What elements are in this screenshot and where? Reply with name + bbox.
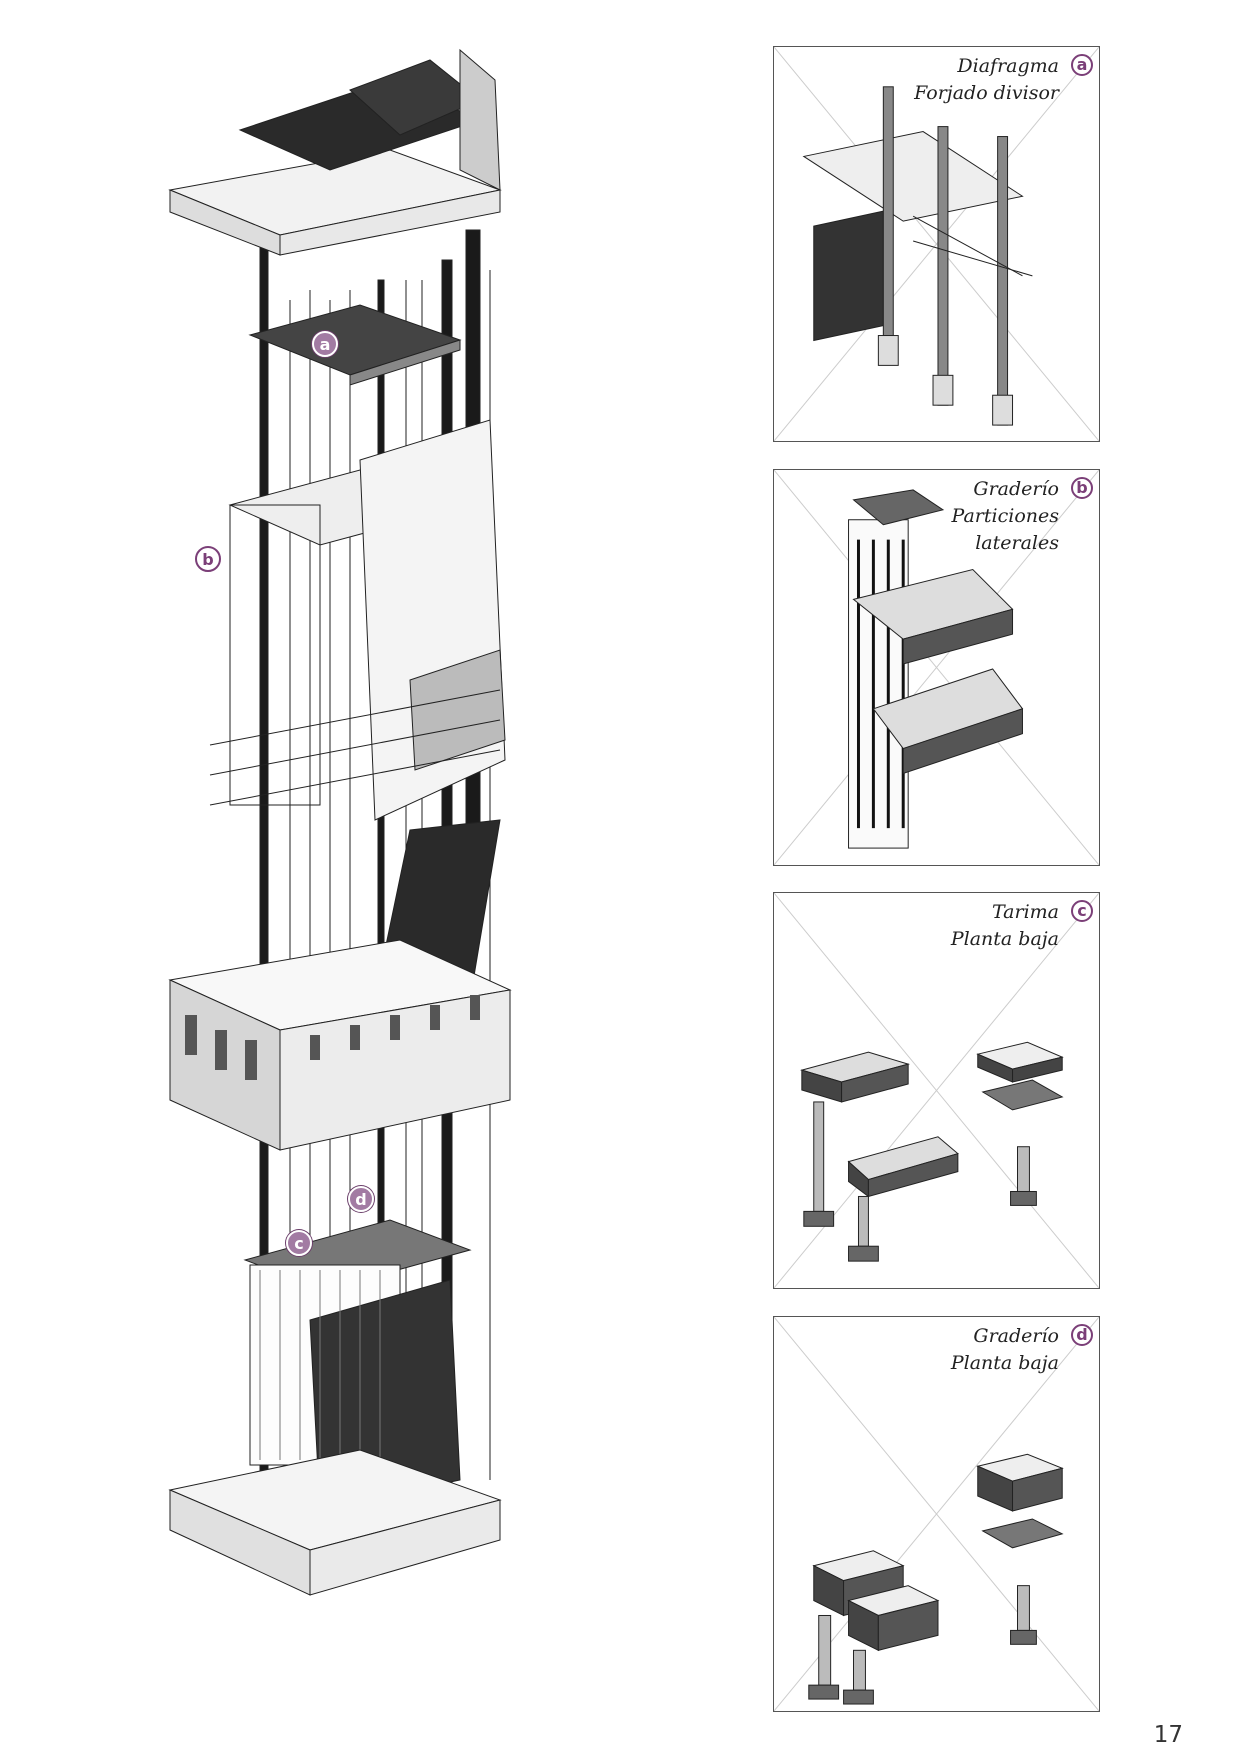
panel-title-line: Graderío	[973, 1325, 1059, 1347]
panel-title-line: Graderío	[973, 478, 1059, 500]
panel-c: Tarima Planta baja c	[773, 892, 1100, 1289]
panel-b: Graderío Particiones laterales b	[773, 469, 1100, 866]
callout-c: c	[286, 1230, 312, 1256]
panel-title-a: Diafragma Forjado divisor	[914, 53, 1059, 107]
panel-title-line: Forjado divisor	[914, 82, 1059, 104]
callout-d: d	[348, 1186, 374, 1212]
exploded-axonometric-drawing	[160, 40, 600, 1600]
panel-badge-c: c	[1071, 900, 1093, 922]
panel-badge-a: a	[1071, 54, 1093, 76]
component-axonometric-drawing	[774, 470, 1099, 865]
callout-a: a	[312, 331, 338, 357]
page-number: 17	[1153, 1722, 1183, 1748]
panel-title-line: Planta baja	[950, 1352, 1059, 1374]
component-axonometric-drawing	[774, 1317, 1099, 1711]
panel-title-line: Planta baja	[950, 928, 1059, 950]
component-axonometric-drawing	[774, 47, 1099, 441]
panel-title-c: Tarima Planta baja	[951, 899, 1059, 953]
panel-badge-d: d	[1071, 1324, 1093, 1346]
panel-a: Diafragma Forjado divisor a	[773, 46, 1100, 442]
panel-title-line: Tarima	[991, 901, 1059, 923]
component-axonometric-drawing	[774, 893, 1099, 1288]
panel-title-line: Particiones	[951, 505, 1059, 527]
panel-title-b: Graderío Particiones laterales	[952, 476, 1059, 557]
callout-b: b	[195, 546, 221, 572]
panel-badge-b: b	[1071, 477, 1093, 499]
panel-title-d: Graderío Planta baja	[951, 1323, 1059, 1377]
panel-title-line: Diafragma	[957, 55, 1059, 77]
panel-d: Graderío Planta baja d	[773, 1316, 1100, 1712]
panel-title-line: laterales	[975, 532, 1059, 554]
